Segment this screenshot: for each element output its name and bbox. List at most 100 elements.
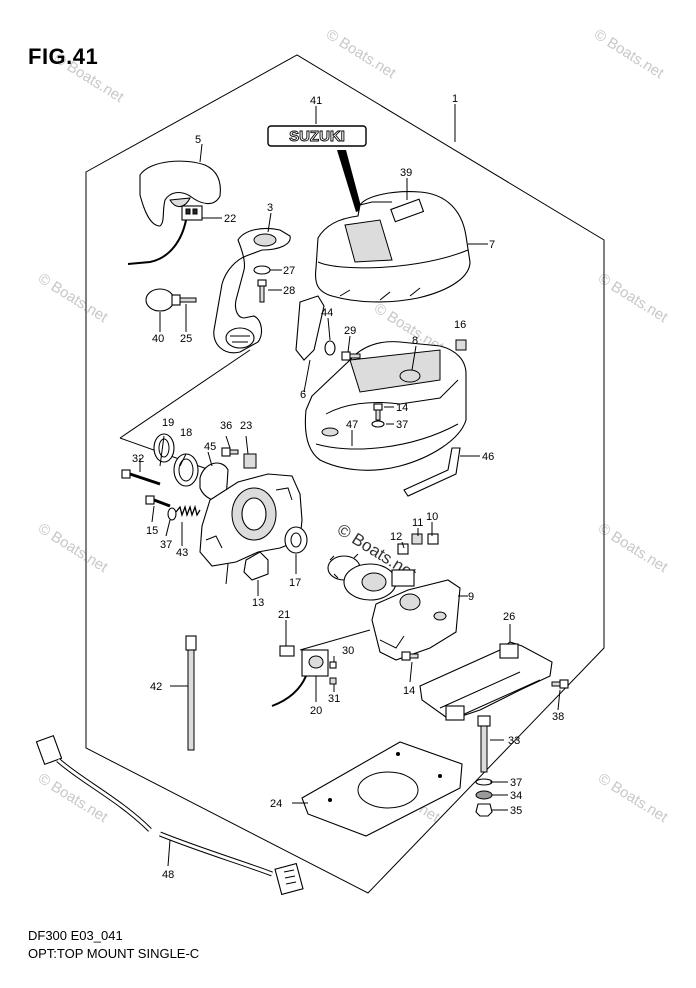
- hex-wrench: [403, 447, 461, 497]
- callout-26: 26: [503, 611, 515, 623]
- gear: [327, 553, 415, 601]
- ring-inner: [158, 438, 170, 458]
- callout-34: 34: [510, 790, 522, 802]
- callout-23: 23: [240, 420, 252, 432]
- nut: [243, 453, 257, 469]
- lever-arm: [213, 227, 291, 354]
- callout-47: 47: [346, 419, 358, 431]
- callout-8: 8: [412, 335, 418, 347]
- assembly-boundary: [85, 54, 605, 894]
- callout-12: 12: [390, 531, 402, 543]
- callout-35: 35: [510, 805, 522, 817]
- callout-19: 19: [162, 417, 174, 429]
- figure-code: DF300 E03_041: [28, 928, 123, 943]
- callout-45: 45: [204, 441, 216, 453]
- assembly-guide-line: [119, 349, 251, 439]
- mounting-bracket: [419, 641, 553, 721]
- handle-grip: [139, 160, 221, 227]
- suzuki-emblem: SUZUKI: [267, 125, 367, 212]
- callout-1: 1: [452, 93, 458, 105]
- figure-title: FIG.41: [28, 44, 99, 69]
- callout-9: 9: [468, 591, 474, 603]
- callout-27: 27: [283, 265, 295, 277]
- emblem-text: SUZUKI: [289, 128, 345, 145]
- screw: [373, 403, 383, 421]
- callout-7: 7: [489, 239, 495, 251]
- cover: [314, 191, 471, 303]
- bolt: [257, 279, 267, 303]
- callout-labels: 1 3 5 6 7 8 9 10 11 12 13 14 14 15 16 17…: [132, 93, 564, 881]
- callout-14: 14: [396, 402, 408, 414]
- cable-tie: [185, 635, 197, 751]
- callout-13: 13: [252, 597, 264, 609]
- callout-5: 5: [195, 134, 201, 146]
- callout-20: 20: [310, 705, 322, 717]
- callout-18: 18: [180, 427, 192, 439]
- callout-44: 44: [321, 307, 333, 319]
- callout-30: 30: [342, 645, 354, 657]
- nut: [475, 803, 493, 817]
- callout-10: 10: [426, 511, 438, 523]
- clip: [279, 645, 295, 657]
- callout-43: 43: [176, 547, 188, 559]
- callout-3: 3: [267, 202, 273, 214]
- callout-31: 31: [328, 693, 340, 705]
- washer: [371, 420, 385, 428]
- clip: [411, 533, 423, 545]
- bolt: [551, 679, 569, 689]
- callout-15: 15: [146, 525, 158, 537]
- callout-16: 16: [454, 319, 466, 331]
- wire-harness: [35, 734, 304, 896]
- spring: [175, 504, 201, 518]
- gasket-plate: [301, 741, 463, 837]
- neutral-switch: [127, 205, 203, 265]
- cam-block: [243, 551, 269, 581]
- washer: [167, 507, 177, 521]
- callout-37: 37: [160, 539, 172, 551]
- callout-33: 33: [508, 735, 520, 747]
- callout-37: 37: [510, 777, 522, 789]
- bolt: [145, 495, 171, 508]
- screw: [329, 677, 337, 685]
- callout-14: 14: [403, 685, 415, 697]
- washer: [475, 778, 493, 786]
- screw: [401, 651, 419, 661]
- disc: [145, 288, 175, 312]
- callout-37: 37: [396, 419, 408, 431]
- callout-32: 32: [132, 453, 144, 465]
- leader-lines: [139, 104, 561, 867]
- clip: [455, 339, 467, 351]
- callout-41: 41: [310, 95, 322, 107]
- callout-25: 25: [180, 333, 192, 345]
- callout-22: 22: [224, 213, 236, 225]
- callout-17: 17: [289, 577, 301, 589]
- screw: [341, 351, 361, 361]
- callout-11: 11: [412, 517, 423, 529]
- callout-38: 38: [552, 711, 564, 723]
- callout-48: 48: [162, 869, 174, 881]
- callout-40: 40: [152, 333, 164, 345]
- callout-24: 24: [270, 798, 282, 810]
- callout-39: 39: [400, 167, 412, 179]
- bolt: [221, 447, 239, 457]
- callout-21: 21: [278, 609, 290, 621]
- callout-29: 29: [344, 325, 356, 337]
- stud-bolt: [477, 715, 491, 773]
- callout-42: 42: [150, 681, 162, 693]
- washer: [253, 265, 271, 275]
- lower-housing: [304, 341, 467, 471]
- callout-28: 28: [283, 285, 295, 297]
- clip: [427, 533, 439, 545]
- figure-caption: OPT:TOP MOUNT SINGLE-C: [28, 946, 200, 961]
- shift-bracket: [371, 579, 461, 661]
- callout-6: 6: [300, 389, 306, 401]
- pin-bolt: [171, 294, 197, 306]
- bracket-plate: [295, 295, 325, 361]
- switch-assembly: [271, 649, 329, 707]
- assembly-guide-line: [299, 629, 371, 651]
- washer: [324, 340, 336, 356]
- long-bolt: [121, 469, 161, 486]
- callout-36: 36: [220, 420, 232, 432]
